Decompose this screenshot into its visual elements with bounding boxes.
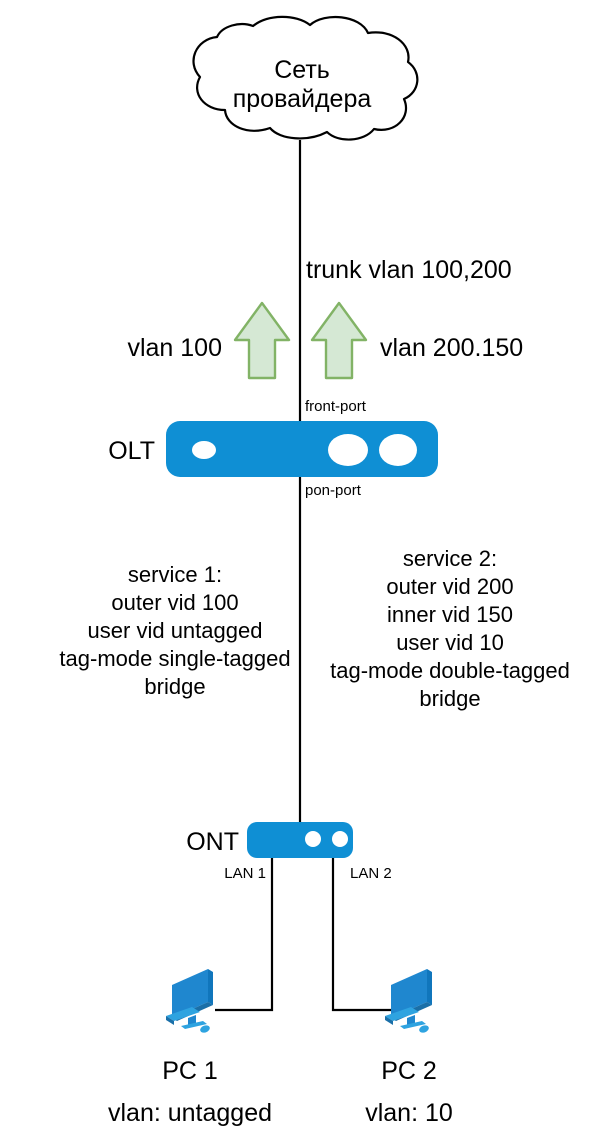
service-2-line-1: service 2: [402,546,498,571]
service-1-line-2: outer vid 100 [111,590,239,615]
trunk-vlan-label: trunk vlan 100,200 [306,256,512,284]
service-2-line-2: outer vid 200 [386,574,514,599]
service-2-line-6: bridge [419,686,481,711]
ont-port-lan1 [305,831,321,847]
arrow-up-vlan100 [233,301,291,380]
service-2-line-3: inner vid 150 [387,602,513,627]
olt-port-pon [379,434,417,466]
olt-port-small [192,441,216,459]
arrow-up-vlan200 [310,301,368,380]
service-1-line-4: tag-mode single-tagged [59,646,291,671]
link-ont-to-pc2 [331,858,392,1012]
pc1-icon [166,969,213,1033]
service-1-line-3: user vid untagged [87,618,263,643]
ont-label: ONT [186,828,239,856]
olt-label: OLT [108,437,155,465]
olt-device[interactable] [166,421,438,477]
cloud-label-line2: провайдера [232,85,372,113]
pc1-label: PC 1 [162,1057,218,1085]
service-1-line-5: bridge [144,674,206,699]
lan2-label: LAN 2 [350,865,392,882]
vlan-200-150-label: vlan 200.150 [380,334,524,362]
service-2-line-5: tag-mode double-tagged [330,658,570,683]
link-ont-to-pc1 [215,858,274,1012]
cloud-shape [192,15,419,141]
pc2-vlan-label: vlan: 10 [365,1099,453,1127]
service-2-line-4: user vid 10 [396,630,504,655]
lan1-label: LAN 1 [224,865,266,882]
ont-device[interactable] [247,822,353,858]
pon-port-label: pon-port [305,482,361,499]
olt-port-front [328,434,368,466]
ont-port-lan2 [332,831,348,847]
pc1-vlan-label: vlan: untagged [107,1099,273,1127]
cloud-label-line1: Сеть [274,56,330,84]
vlan-100-label: vlan 100 [127,334,222,362]
pc2-label: PC 2 [381,1057,437,1085]
pc2-icon [385,969,432,1033]
service-1-line-1: service 1: [127,562,223,587]
front-port-label: front-port [305,398,366,415]
